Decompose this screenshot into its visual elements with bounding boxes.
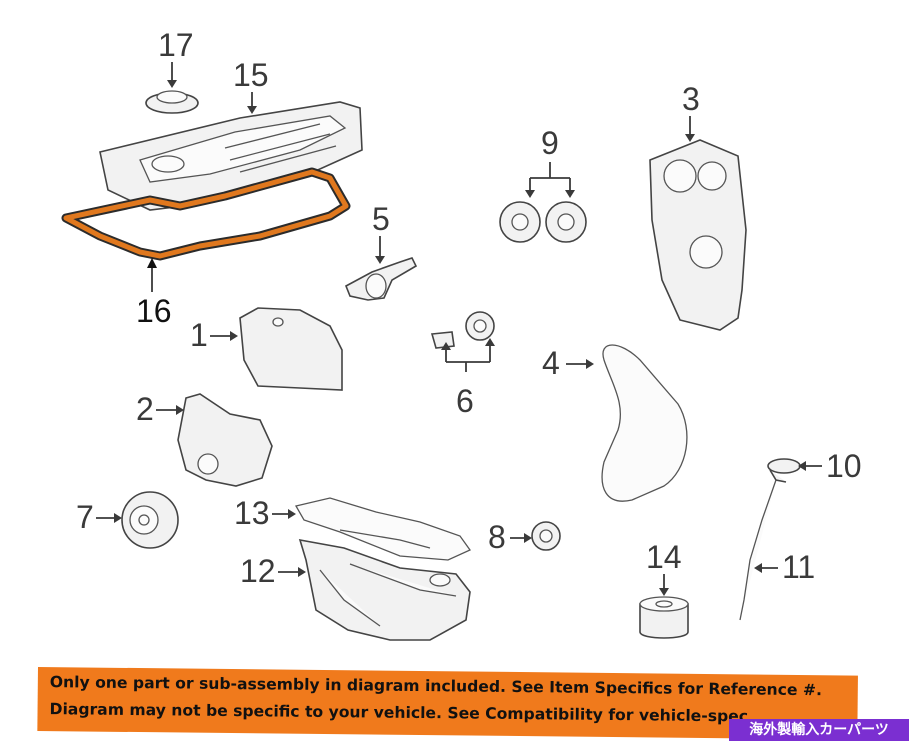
callout-13: 13 (234, 495, 270, 531)
leader-9 (529, 162, 571, 196)
callout-11: 11 (782, 549, 815, 585)
callout-9: 9 (541, 125, 559, 161)
callout-1: 1 (190, 317, 208, 353)
brand-tag: 海外製輸入カーパーツ (729, 719, 909, 741)
tensioner-assembly (430, 311, 495, 349)
callout-5: 5 (372, 201, 390, 237)
callout-4: 4 (542, 345, 560, 381)
valve-cover (99, 101, 363, 211)
timing-cover-upper (239, 307, 343, 391)
callout-8: 8 (488, 519, 506, 555)
camshaft-sprockets (499, 201, 587, 243)
timing-cover-rear (649, 139, 747, 331)
callout-7: 7 (76, 499, 94, 535)
callout-15: 15 (233, 57, 269, 93)
mount-link (344, 257, 418, 301)
callout-12: 12 (240, 553, 276, 589)
callout-2: 2 (136, 391, 154, 427)
dipstick-handle (767, 458, 801, 483)
oil-pan-gasket (295, 497, 471, 561)
callout-16: 16 (136, 293, 172, 329)
callout-14: 14 (646, 539, 682, 575)
valve-cover-gasket (61, 167, 351, 261)
crankshaft-pulley (121, 491, 179, 549)
callout-17: 17 (158, 27, 194, 63)
oil-filter (639, 596, 689, 639)
idler-pulley (531, 521, 561, 551)
callout-10: 10 (826, 448, 862, 484)
callout-6: 6 (456, 383, 474, 419)
dipstick-tube (739, 479, 777, 621)
leader-6 (445, 340, 491, 372)
timing-cover-lower (177, 393, 273, 487)
disclaimer-line-1: Only one part or sub-assembly in diagram… (49, 673, 823, 700)
oil-filler-cap (145, 90, 199, 114)
timing-belt (601, 344, 688, 502)
oil-pan (298, 538, 471, 641)
engine-parts-diagram: 17 15 16 5 9 3 (61, 27, 862, 641)
callout-3: 3 (682, 81, 700, 117)
